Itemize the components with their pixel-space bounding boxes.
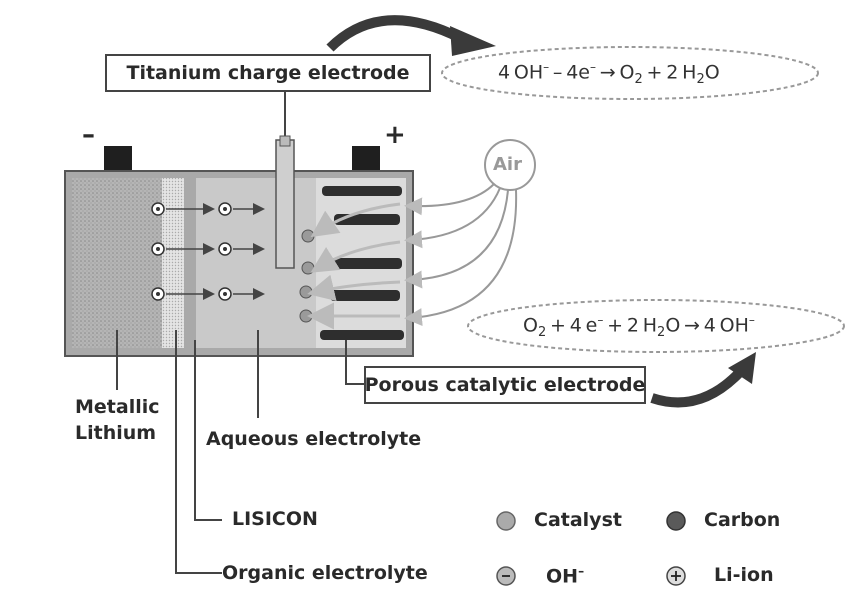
aqueous-electrolyte-label: Aqueous electrolyte [206,428,422,450]
titanium-rod [275,139,295,269]
organic-electrolyte-label: Organic electrolyte [222,562,428,584]
porous-electrode-label: Porous catalytic electrode [364,366,646,404]
li-ion-flow [166,203,265,300]
discharge-equation: O2 + 4 e– + 2 H2O → 4 OH– [523,313,755,341]
carbon-icon [666,511,686,531]
charge-curved-arrow [326,15,463,52]
aqueous-region [196,178,316,348]
legend-catalyst: Catalyst [534,509,622,531]
legend-li-ion: Li-ion [714,564,774,586]
lisicon-layer [162,178,184,348]
charge-equation: 4 OH– – 4e– → O2 + 2 H2O [498,60,720,88]
charge-reaction-ellipse [441,46,819,100]
carbon-catalyst-clusters [320,186,404,340]
catalyst-particles [299,229,315,323]
discharge-reaction-ellipse [467,299,845,353]
air-label: Air [493,154,522,175]
legend-carbon: Carbon [704,509,781,531]
positive-terminal [352,146,380,170]
catalyst-icon [496,511,516,531]
legend-oh: OH– [546,564,585,588]
air-circle [484,139,536,191]
metallic-lithium-region [72,178,162,348]
plus-sign: + [384,120,406,150]
lithium-label: Lithium [75,422,157,444]
minus-sign: – [82,120,95,150]
lisicon-label: LISICON [232,508,318,530]
negative-terminal [104,146,132,170]
metallic-label: Metallic [75,396,160,418]
discharge-curved-arrow [650,368,744,408]
titanium-electrode-label: Titanium charge electrode [105,54,431,92]
